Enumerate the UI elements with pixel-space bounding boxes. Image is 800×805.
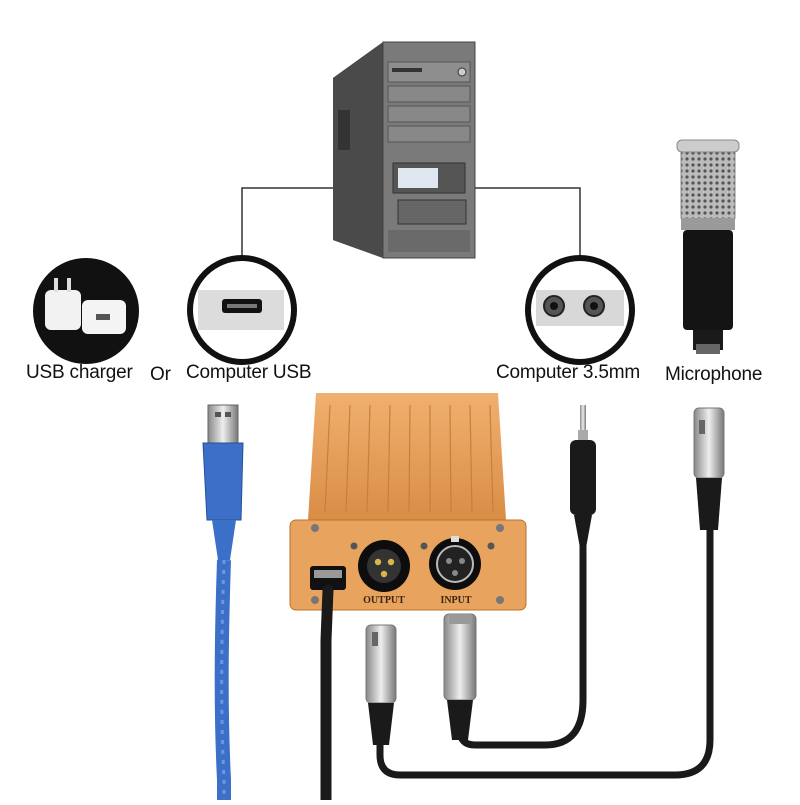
microphone-icon bbox=[676, 139, 740, 354]
microphone-label: Microphone bbox=[665, 364, 763, 385]
input-label: INPUT bbox=[440, 595, 471, 606]
audio-jack-plug bbox=[570, 405, 596, 548]
usb-charger-label: USB charger bbox=[26, 362, 133, 383]
mic-xlr-plug bbox=[693, 407, 725, 530]
phantom-power-device bbox=[289, 393, 527, 611]
xlr-female-connector bbox=[365, 624, 397, 745]
output-label: OUTPUT bbox=[363, 595, 405, 606]
computer-35mm-label: Computer 3.5mm bbox=[496, 362, 640, 383]
xlr-male-connector bbox=[443, 613, 477, 740]
usb-charger-icon bbox=[33, 258, 139, 364]
computer-audio-jack-icon bbox=[525, 255, 635, 365]
or-label: Or bbox=[150, 364, 171, 385]
computer-usb-label: Computer USB bbox=[186, 362, 312, 383]
usb-cable bbox=[202, 404, 244, 800]
computer-tower-icon bbox=[333, 41, 476, 259]
computer-usb-port-icon bbox=[187, 255, 297, 365]
tower-connector-lines bbox=[241, 187, 581, 272]
